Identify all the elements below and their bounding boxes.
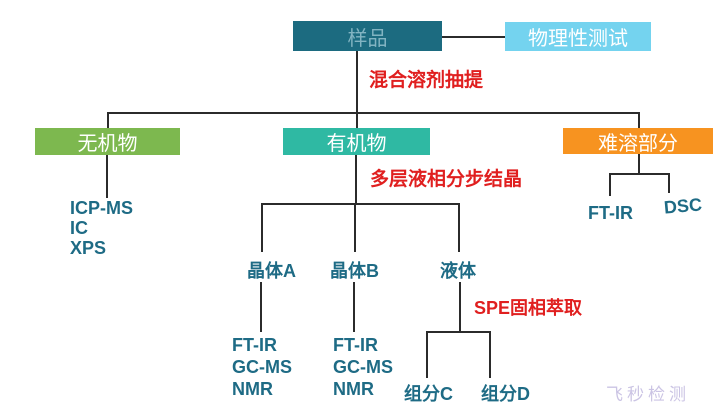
connector-drop-insoluble [638,112,640,128]
method-ft-ir: FT-IR [588,203,633,223]
connector-inorganic-methods [106,155,108,198]
connector-drop-ftir [609,173,611,196]
connector-drop-inorganic [107,112,109,128]
connector-liquid-down [459,282,461,332]
method-ft-ir: FT-IR [232,335,277,355]
node-sample-label: 样品 [347,27,388,50]
label-crystal-a: 晶体A [247,261,296,281]
method-xps: XPS [70,238,107,258]
crystal-b-methods-list: FT-IR GC-MS NMR [333,334,393,400]
node-sample: 样品 [293,21,442,51]
connector-drop-fraction-d [489,331,491,378]
node-inorganic-label: 无机物 [77,133,138,155]
method-gc-ms: GC-MS [333,357,393,377]
connector-main-split [107,112,639,114]
connector-organic-split [261,203,459,205]
watermark: 飞秒检测 [606,385,690,405]
connector-spe-split [426,331,490,333]
connector-organic-down [355,155,357,203]
edge-label-extraction: 混合溶剂抽提 [369,70,484,91]
node-insoluble: 难溶部分 [563,128,713,155]
connector-insoluble-down [638,154,640,174]
edge-label-spe: SPE固相萃取 [474,298,583,318]
node-organic: 有机物 [283,128,430,155]
node-inorganic: 无机物 [35,128,180,155]
connector-sample-physical [442,36,505,38]
label-crystal-b: 晶体B [330,261,379,281]
connector-drop-crystal-b [354,203,356,252]
method-nmr: NMR [232,379,273,399]
method-ic: IC [70,218,88,238]
edge-label-crystallization: 多层液相分步结晶 [370,169,523,190]
label-liquid: 液体 [440,261,476,281]
connector-sample-down [356,50,358,113]
connector-drop-organic [356,112,358,128]
connector-crystal-b-methods [353,282,355,332]
connector-drop-liquid [458,203,460,252]
node-physical-test-label: 物理性测试 [528,28,628,50]
crystal-a-methods-list: FT-IR GC-MS NMR [232,334,292,400]
method-ft-ir: FT-IR [333,335,378,355]
label-fraction-d: 组分D [481,384,530,404]
node-physical-test: 物理性测试 [505,22,651,51]
method-nmr: NMR [333,379,374,399]
connector-insoluble-split [609,173,669,175]
connector-drop-crystal-a [261,203,263,252]
connector-drop-dsc [668,173,670,193]
node-organic-label: 有机物 [326,133,387,155]
connector-drop-fraction-c [426,331,428,378]
connector-crystal-a-methods [260,282,262,332]
method-gc-ms: GC-MS [232,357,292,377]
label-fraction-c: 组分C [404,384,453,404]
node-insoluble-label: 难溶部分 [598,132,678,155]
method-icp-ms: ICP-MS [70,198,133,218]
inorganic-methods-list: ICP-MS IC XPS [70,198,133,258]
method-dsc: DSC [663,194,703,218]
